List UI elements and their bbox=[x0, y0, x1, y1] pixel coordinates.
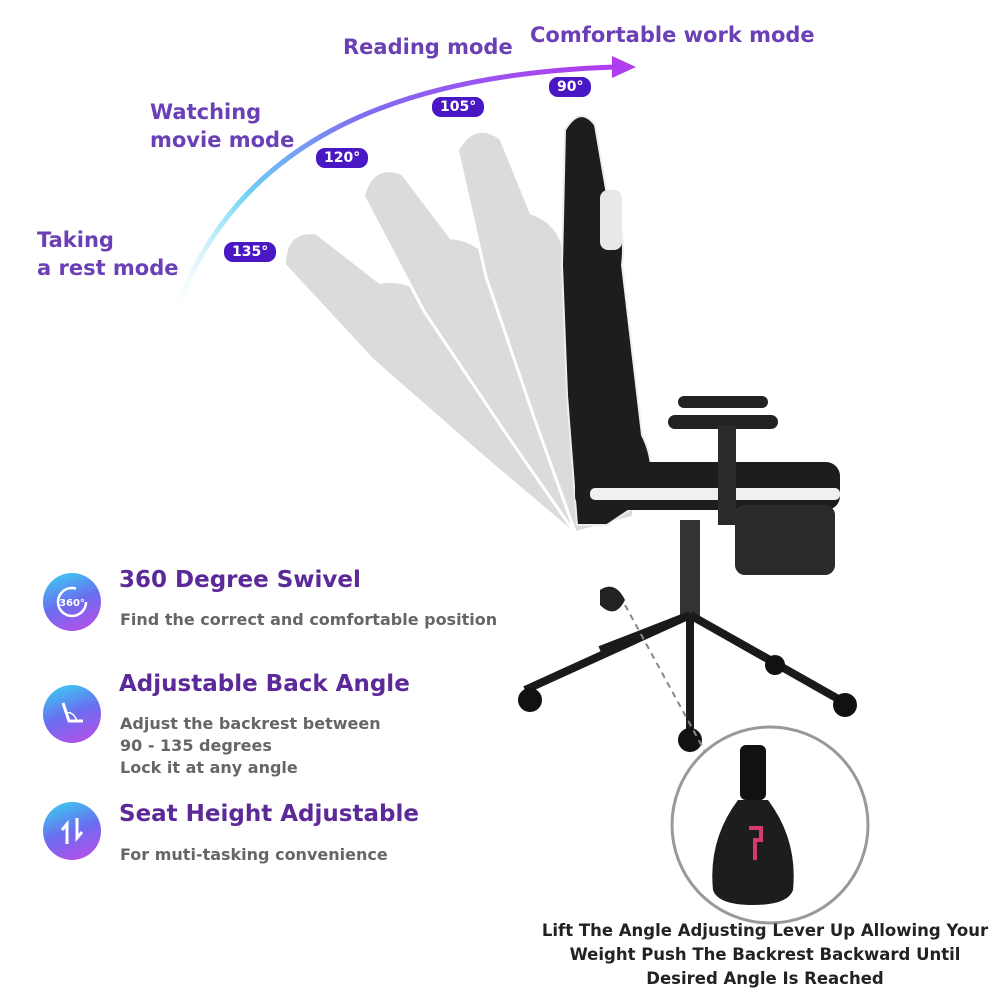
feature-title-swivel: 360 Degree Swivel bbox=[119, 567, 361, 593]
feature-title-seat-height: Seat Height Adjustable bbox=[119, 801, 419, 827]
caption-line: Weight Push The Backrest Backward Until bbox=[569, 945, 961, 964]
feature-desc-back-angle: Adjust the backrest between 90 - 135 deg… bbox=[120, 714, 381, 777]
mode-label-reading: Reading mode bbox=[343, 35, 513, 59]
caption-line: Desired Angle Is Reached bbox=[646, 969, 884, 988]
mode-label-work: Comfortable work mode bbox=[530, 23, 815, 47]
swivel-360-icon: 360° bbox=[43, 573, 101, 631]
feature-desc-swivel: Find the correct and comfortable positio… bbox=[120, 610, 498, 629]
mode-label-rest: Taking a rest mode bbox=[37, 228, 179, 280]
angle-badge-120: 120° bbox=[316, 148, 369, 168]
height-arrows-icon bbox=[43, 802, 101, 860]
mode-label-movie: Watching movie mode bbox=[150, 100, 295, 152]
caption-line: Lift The Angle Adjusting Lever Up Allowi… bbox=[541, 921, 989, 940]
gaming-chair bbox=[518, 115, 857, 771]
lever-caption: Lift The Angle Adjusting Lever Up Allowi… bbox=[530, 919, 1000, 991]
angle-badge-105: 105° bbox=[432, 97, 485, 117]
angle-badge-135: 135° bbox=[224, 242, 277, 262]
back-angle-icon bbox=[43, 685, 101, 743]
feature-title-back-angle: Adjustable Back Angle bbox=[119, 671, 410, 697]
svg-text:360°: 360° bbox=[59, 598, 85, 609]
feature-desc-seat-height: For muti-tasking convenience bbox=[120, 845, 388, 864]
lever-detail-circle bbox=[670, 725, 870, 925]
angle-badge-90: 90° bbox=[549, 77, 592, 97]
